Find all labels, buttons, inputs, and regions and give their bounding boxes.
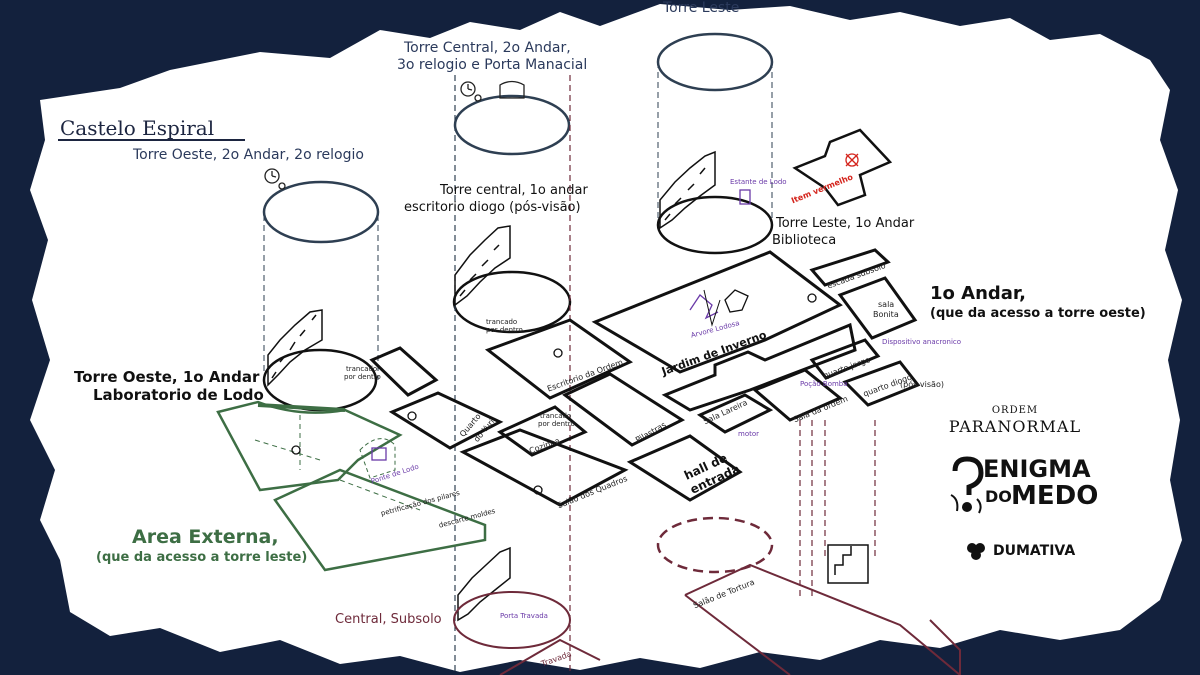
floor-subtitle: (que da acesso a torre oeste) bbox=[930, 306, 1146, 321]
map-title: Castelo Espiral bbox=[60, 116, 215, 140]
label-quarto-diogo-b: (pós-visão) bbox=[900, 380, 944, 389]
room-escada-subsolo bbox=[809, 248, 891, 287]
logo-dumativa: DUMATIVA bbox=[993, 543, 1076, 559]
label-leste-top: Torre Leste bbox=[663, 0, 740, 16]
room-jardim bbox=[591, 250, 843, 374]
central-subsolo-staircase bbox=[453, 546, 571, 649]
central-staircase bbox=[454, 225, 511, 307]
logo-ordem: ORDEM bbox=[991, 405, 1039, 416]
central-subsolo-outline bbox=[499, 638, 601, 675]
label-trancado1-b: por dentro bbox=[344, 373, 381, 381]
item-vermelho-icon bbox=[845, 153, 859, 167]
label-central-subsolo: Central, Subsolo bbox=[335, 612, 442, 627]
room-quarto-jorge bbox=[809, 338, 881, 380]
clock-oeste-icon bbox=[264, 168, 286, 190]
logo-paranormal: PARANORMAL bbox=[948, 417, 1082, 436]
label-trancado2-b: por dentro bbox=[486, 326, 523, 334]
label-pocao-bomba: Poção Bomba bbox=[800, 380, 848, 388]
dumativa-icon bbox=[967, 543, 985, 560]
room-escritorio-ordem bbox=[484, 318, 634, 400]
leste-staircase bbox=[659, 150, 716, 230]
floor-title: 1o Andar, bbox=[930, 283, 1027, 304]
room-sala-ordem bbox=[752, 368, 843, 422]
room-quarto-diogo bbox=[842, 360, 921, 407]
externa-underline bbox=[257, 403, 346, 412]
label-sala-bonita-b: Bonita bbox=[873, 310, 899, 319]
label-central-2-line1: Torre Central, 2o Andar, bbox=[404, 40, 571, 56]
label-estante: Estante de Lodo bbox=[730, 178, 787, 186]
basement-lines bbox=[799, 420, 876, 600]
basement-staircase bbox=[827, 544, 869, 584]
clock-central-icon bbox=[460, 80, 525, 102]
ponte-icon bbox=[371, 447, 387, 461]
logo-medo: MEDO bbox=[1011, 481, 1099, 511]
room-pilastras bbox=[562, 372, 686, 447]
label-sala-bonita-a: sala bbox=[878, 300, 895, 309]
ghost-icons bbox=[291, 293, 817, 495]
room-sala-lareira bbox=[696, 393, 774, 434]
basement-ellipse bbox=[656, 516, 774, 574]
label-leste-1-line2: Biblioteca bbox=[772, 233, 837, 248]
logo-enigma: ENIGMA bbox=[983, 455, 1091, 483]
estante-icon bbox=[739, 189, 751, 205]
basement-outline-right bbox=[929, 619, 961, 675]
room-small-left bbox=[369, 346, 439, 397]
tower-leste bbox=[656, 32, 774, 255]
label-oeste-1-line1: Torre Oeste, 1o Andar bbox=[74, 368, 260, 386]
logo-do: DO bbox=[985, 487, 1012, 506]
room-quarto-yuri bbox=[388, 391, 504, 450]
label-oeste-2: Torre Oeste, 2o Andar, 2o relogio bbox=[133, 147, 364, 163]
logo-block: ORDEM PARANORMAL ENIGMA DO MEDO DUMATIVA bbox=[945, 405, 1099, 575]
label-central-2-line2: 3o relogio e Porta Manacial bbox=[397, 57, 588, 73]
enigma-mark-icon bbox=[950, 456, 984, 514]
label-central-1-line2: escritorio diogo (pós-visão) bbox=[404, 200, 581, 215]
external-subtitle: (que da acesso a torre leste) bbox=[96, 550, 308, 565]
label-motor: motor bbox=[738, 430, 760, 438]
tower-central-lines bbox=[454, 75, 571, 675]
oeste-staircase bbox=[267, 309, 323, 387]
label-trancado2-a: trancado bbox=[486, 318, 518, 326]
room-item-vermelho bbox=[792, 128, 893, 207]
room-salao-quadros bbox=[459, 428, 629, 507]
label-porta-travada-a: Porta Travada bbox=[500, 612, 548, 620]
room-cozinha bbox=[497, 405, 588, 457]
salao-tortura-outline bbox=[684, 563, 961, 675]
label-trancado1-a: trancado bbox=[346, 365, 378, 373]
label-oeste-1-line2: Laboratorio de Lodo bbox=[93, 386, 264, 404]
room-corridor bbox=[661, 322, 857, 412]
paper-background bbox=[30, 4, 1182, 672]
label-central-1-line1: Torre central, 1o andar bbox=[440, 183, 588, 198]
rooms-1o-andar bbox=[369, 128, 921, 507]
room-hall bbox=[626, 434, 743, 502]
label-leste-1-line1: Torre Leste, 1o Andar bbox=[776, 216, 915, 231]
label-dispositivo: Dispositivo anacronico bbox=[882, 338, 962, 346]
room-sala-bonita bbox=[837, 276, 918, 340]
label-trancado3-a: trancado bbox=[540, 412, 572, 420]
external-title: Area Externa, bbox=[132, 526, 279, 548]
jardim-tree-icon bbox=[689, 289, 749, 327]
label-trancado3-b: por dentro bbox=[538, 420, 575, 428]
